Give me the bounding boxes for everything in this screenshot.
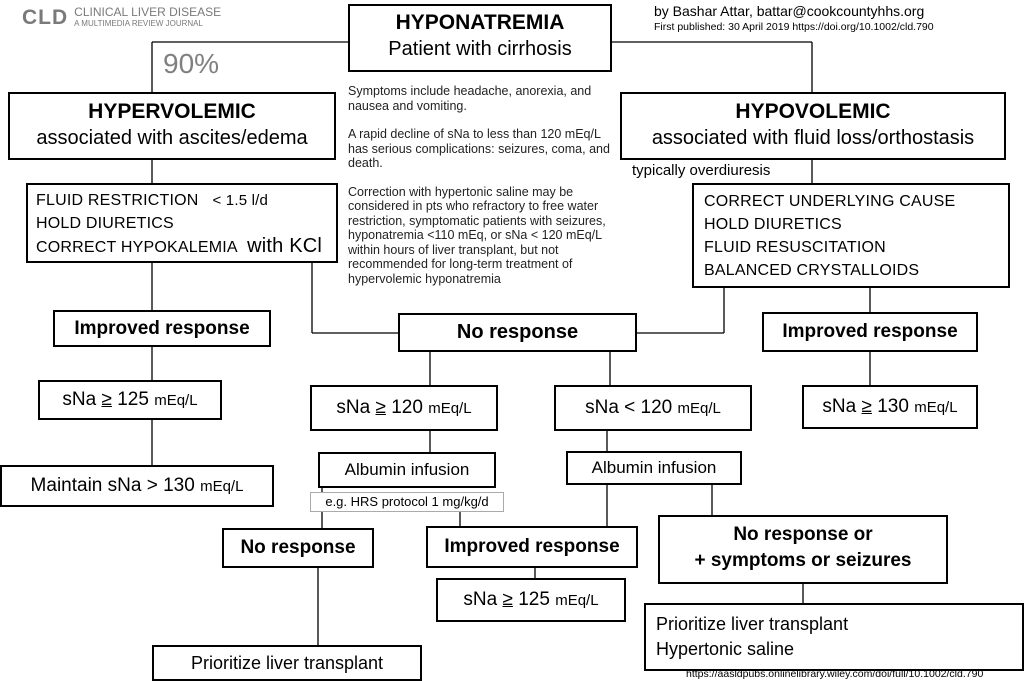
- hyponatremia-box: HYPONATREMIA Patient with cirrhosis: [348, 4, 612, 72]
- sna-ge-120-box: sNa ≥ 120 mEq/L: [310, 385, 498, 431]
- sna-ge-120-value: 120: [391, 397, 423, 418]
- note-symptoms: Symptoms include headache, anorexia, and…: [348, 84, 592, 113]
- hypervolemic-management-box: FLUID RESTRICTION < 1.5 l/d HOLD DIURETI…: [26, 183, 338, 263]
- hypo-sna-unit: mEq/L: [914, 399, 958, 416]
- sna-ge-125-label: sNa: [463, 589, 498, 610]
- hyper-sna-ge: ≥: [101, 389, 112, 410]
- hypo-improved-label: Improved response: [782, 321, 958, 342]
- note-hypertonic: Correction with hypertonic saline may be…: [348, 184, 606, 286]
- symptoms-seizures-label: + symptoms or seizures: [694, 550, 912, 571]
- journal-logo: CLD CLINICAL LIVER DISEASE A MULTIMEDIA …: [22, 6, 221, 30]
- sna-lt-120-label: sNa < 120: [585, 397, 673, 418]
- balanced-crystalloids-text: BALANCED CRYSTALLOIDS: [704, 262, 920, 279]
- no-response-label: No response: [456, 321, 579, 343]
- sna-ge-125-box: sNa ≥ 125 mEq/L: [436, 578, 626, 622]
- hold-diuretics-text: HOLD DIURETICS: [36, 215, 174, 232]
- hypovolemic-title: HYPOVOLEMIC: [735, 100, 891, 123]
- fluid-resuscitation-text: FLUID RESUSCITATION: [704, 239, 886, 256]
- no-response-2-label: No response: [240, 537, 356, 558]
- maintain-unit: mEq/L: [200, 478, 244, 495]
- typically-overdiuresis-text: typically overdiuresis: [632, 162, 771, 179]
- hyponatremia-title: HYPONATREMIA: [395, 11, 565, 34]
- hypervolemic-title: HYPERVOLEMIC: [88, 100, 256, 123]
- sna-ge-125-unit: mEq/L: [555, 592, 599, 609]
- prioritize-right-label: Prioritize liver transplant: [656, 614, 849, 634]
- logo-tagline: A MULTIMEDIA REVIEW JOURNAL: [74, 19, 203, 28]
- clinical-notes: Symptoms include headache, anorexia, and…: [348, 84, 618, 286]
- sna-lt-120-unit: mEq/L: [677, 400, 721, 417]
- note-complications: A rapid decline of sNa to less than 120 …: [348, 127, 610, 170]
- hypovolemic-subtitle: associated with fluid loss/orthostasis: [651, 127, 975, 149]
- no-response-2-box: No response: [222, 528, 374, 568]
- hyper-sna-value: 125: [117, 389, 149, 410]
- no-response-box: No response: [398, 313, 637, 352]
- correct-cause-text: CORRECT UNDERLYING CAUSE: [704, 193, 956, 210]
- sna-lt-120-box: sNa < 120 mEq/L: [554, 385, 752, 431]
- hypo-sna-ge: ≥: [861, 396, 872, 417]
- hypervolemic-subtitle: associated with ascites/edema: [36, 127, 308, 149]
- hypertonic-saline-label: Hypertonic saline: [656, 639, 795, 659]
- hypo-sna-value: 130: [877, 396, 909, 417]
- sna-ge-120-ge: ≥: [375, 397, 386, 418]
- improved-2-box: Improved response: [426, 526, 638, 568]
- albumin-left-box: Albumin infusion: [318, 452, 496, 488]
- author-credit: by Bashar Attar, battar@cookcountyhhs.or…: [654, 3, 925, 19]
- albumin-right-box: Albumin infusion: [566, 451, 742, 485]
- logo-title: CLINICAL LIVER DISEASE: [74, 5, 222, 19]
- fluid-restriction-limit: < 1.5 l/d: [212, 192, 269, 209]
- publication-info: First published: 30 April 2019 https://d…: [654, 21, 934, 33]
- hypovolemic-management-box: CORRECT UNDERLYING CAUSE HOLD DIURETICS …: [692, 183, 1010, 288]
- no-response-or-label: No response or: [733, 524, 873, 545]
- albumin-left-label: Albumin infusion: [344, 460, 470, 479]
- sna-ge-120-label: sNa: [336, 397, 371, 418]
- correct-hypokalemia-text: CORRECT HYPOKALEMIA: [36, 239, 238, 256]
- sna-ge-125-value: 125: [518, 589, 550, 610]
- hyper-improved-box: Improved response: [53, 310, 271, 347]
- article-url: https://aasldpubs.onlinelibrary.wiley.co…: [686, 668, 984, 680]
- no-response-symptoms-box: No response or + symptoms or seizures: [658, 515, 948, 584]
- albumin-right-label: Albumin infusion: [591, 458, 717, 477]
- hyper-sna-label: sNa: [62, 389, 97, 410]
- sna-ge-125-ge: ≥: [502, 589, 513, 610]
- hyper-sna-unit: mEq/L: [154, 392, 198, 409]
- fluid-restriction-text: FLUID RESTRICTION: [36, 192, 199, 209]
- prioritize-right-box: Prioritize liver transplant Hypertonic s…: [644, 603, 1024, 671]
- logo-abbr: CLD: [22, 6, 69, 29]
- hypervolemic-box: HYPERVOLEMIC associated with ascites/ede…: [8, 92, 336, 160]
- hypo-improved-box: Improved response: [762, 312, 978, 352]
- with-kcl-text: with KCl: [247, 235, 323, 257]
- hyper-sna-box: sNa ≥ 125 mEq/L: [38, 380, 222, 420]
- improved-2-label: Improved response: [444, 536, 620, 557]
- hypo-sna-label: sNa: [822, 396, 857, 417]
- maintain-label: Maintain sNa > 130: [30, 475, 195, 496]
- hyper-improved-label: Improved response: [74, 318, 250, 339]
- maintain-box: Maintain sNa > 130 mEq/L: [0, 465, 274, 507]
- hypo-sna-box: sNa ≥ 130 mEq/L: [802, 385, 978, 429]
- hypovolemic-box: HYPOVOLEMIC associated with fluid loss/o…: [620, 92, 1006, 160]
- percent-label: 90%: [163, 48, 220, 79]
- hrs-protocol-note: e.g. HRS protocol 1 mg/kg/d: [310, 492, 504, 512]
- prioritize-left-box: Prioritize liver transplant: [152, 645, 422, 681]
- hyponatremia-subtitle: Patient with cirrhosis: [388, 38, 572, 60]
- hypo-hold-diuretics-text: HOLD DIURETICS: [704, 216, 842, 233]
- prioritize-left-label: Prioritize liver transplant: [190, 653, 384, 673]
- sna-ge-120-unit: mEq/L: [428, 400, 472, 417]
